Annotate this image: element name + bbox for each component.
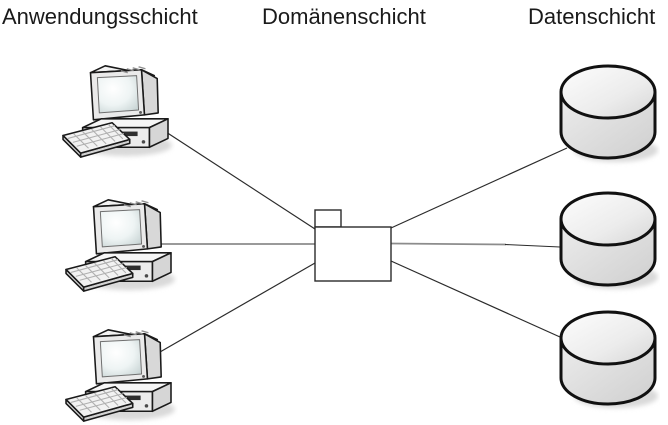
connector-client1-domain (165, 131, 316, 230)
connector-domain-db1 (390, 147, 568, 229)
connector-domain-db3 (390, 260, 561, 338)
data-layer-label: Datenschicht (528, 4, 656, 29)
client-computer-2 computer-icon (66, 200, 175, 291)
connector-lines (159, 131, 568, 353)
domain-package uml-package-icon (314, 209, 392, 282)
domain-layer-label: Domänenschicht (262, 4, 426, 29)
database-2 database-cylinder-icon (561, 193, 658, 289)
client-computer-1 computer-icon (63, 66, 172, 157)
package-tab (314, 209, 342, 228)
database-1 database-cylinder-icon (561, 66, 658, 162)
package-body (314, 226, 392, 282)
database-3 database-cylinder-icon (561, 312, 658, 408)
connector-client3-domain (159, 262, 316, 353)
application-layer-label: Anwendungsschicht (2, 4, 198, 29)
connector-domain-db2-tail (504, 243, 561, 248)
client-computer-3 computer-icon (66, 330, 175, 421)
connector-domain-db2 (390, 242, 507, 246)
